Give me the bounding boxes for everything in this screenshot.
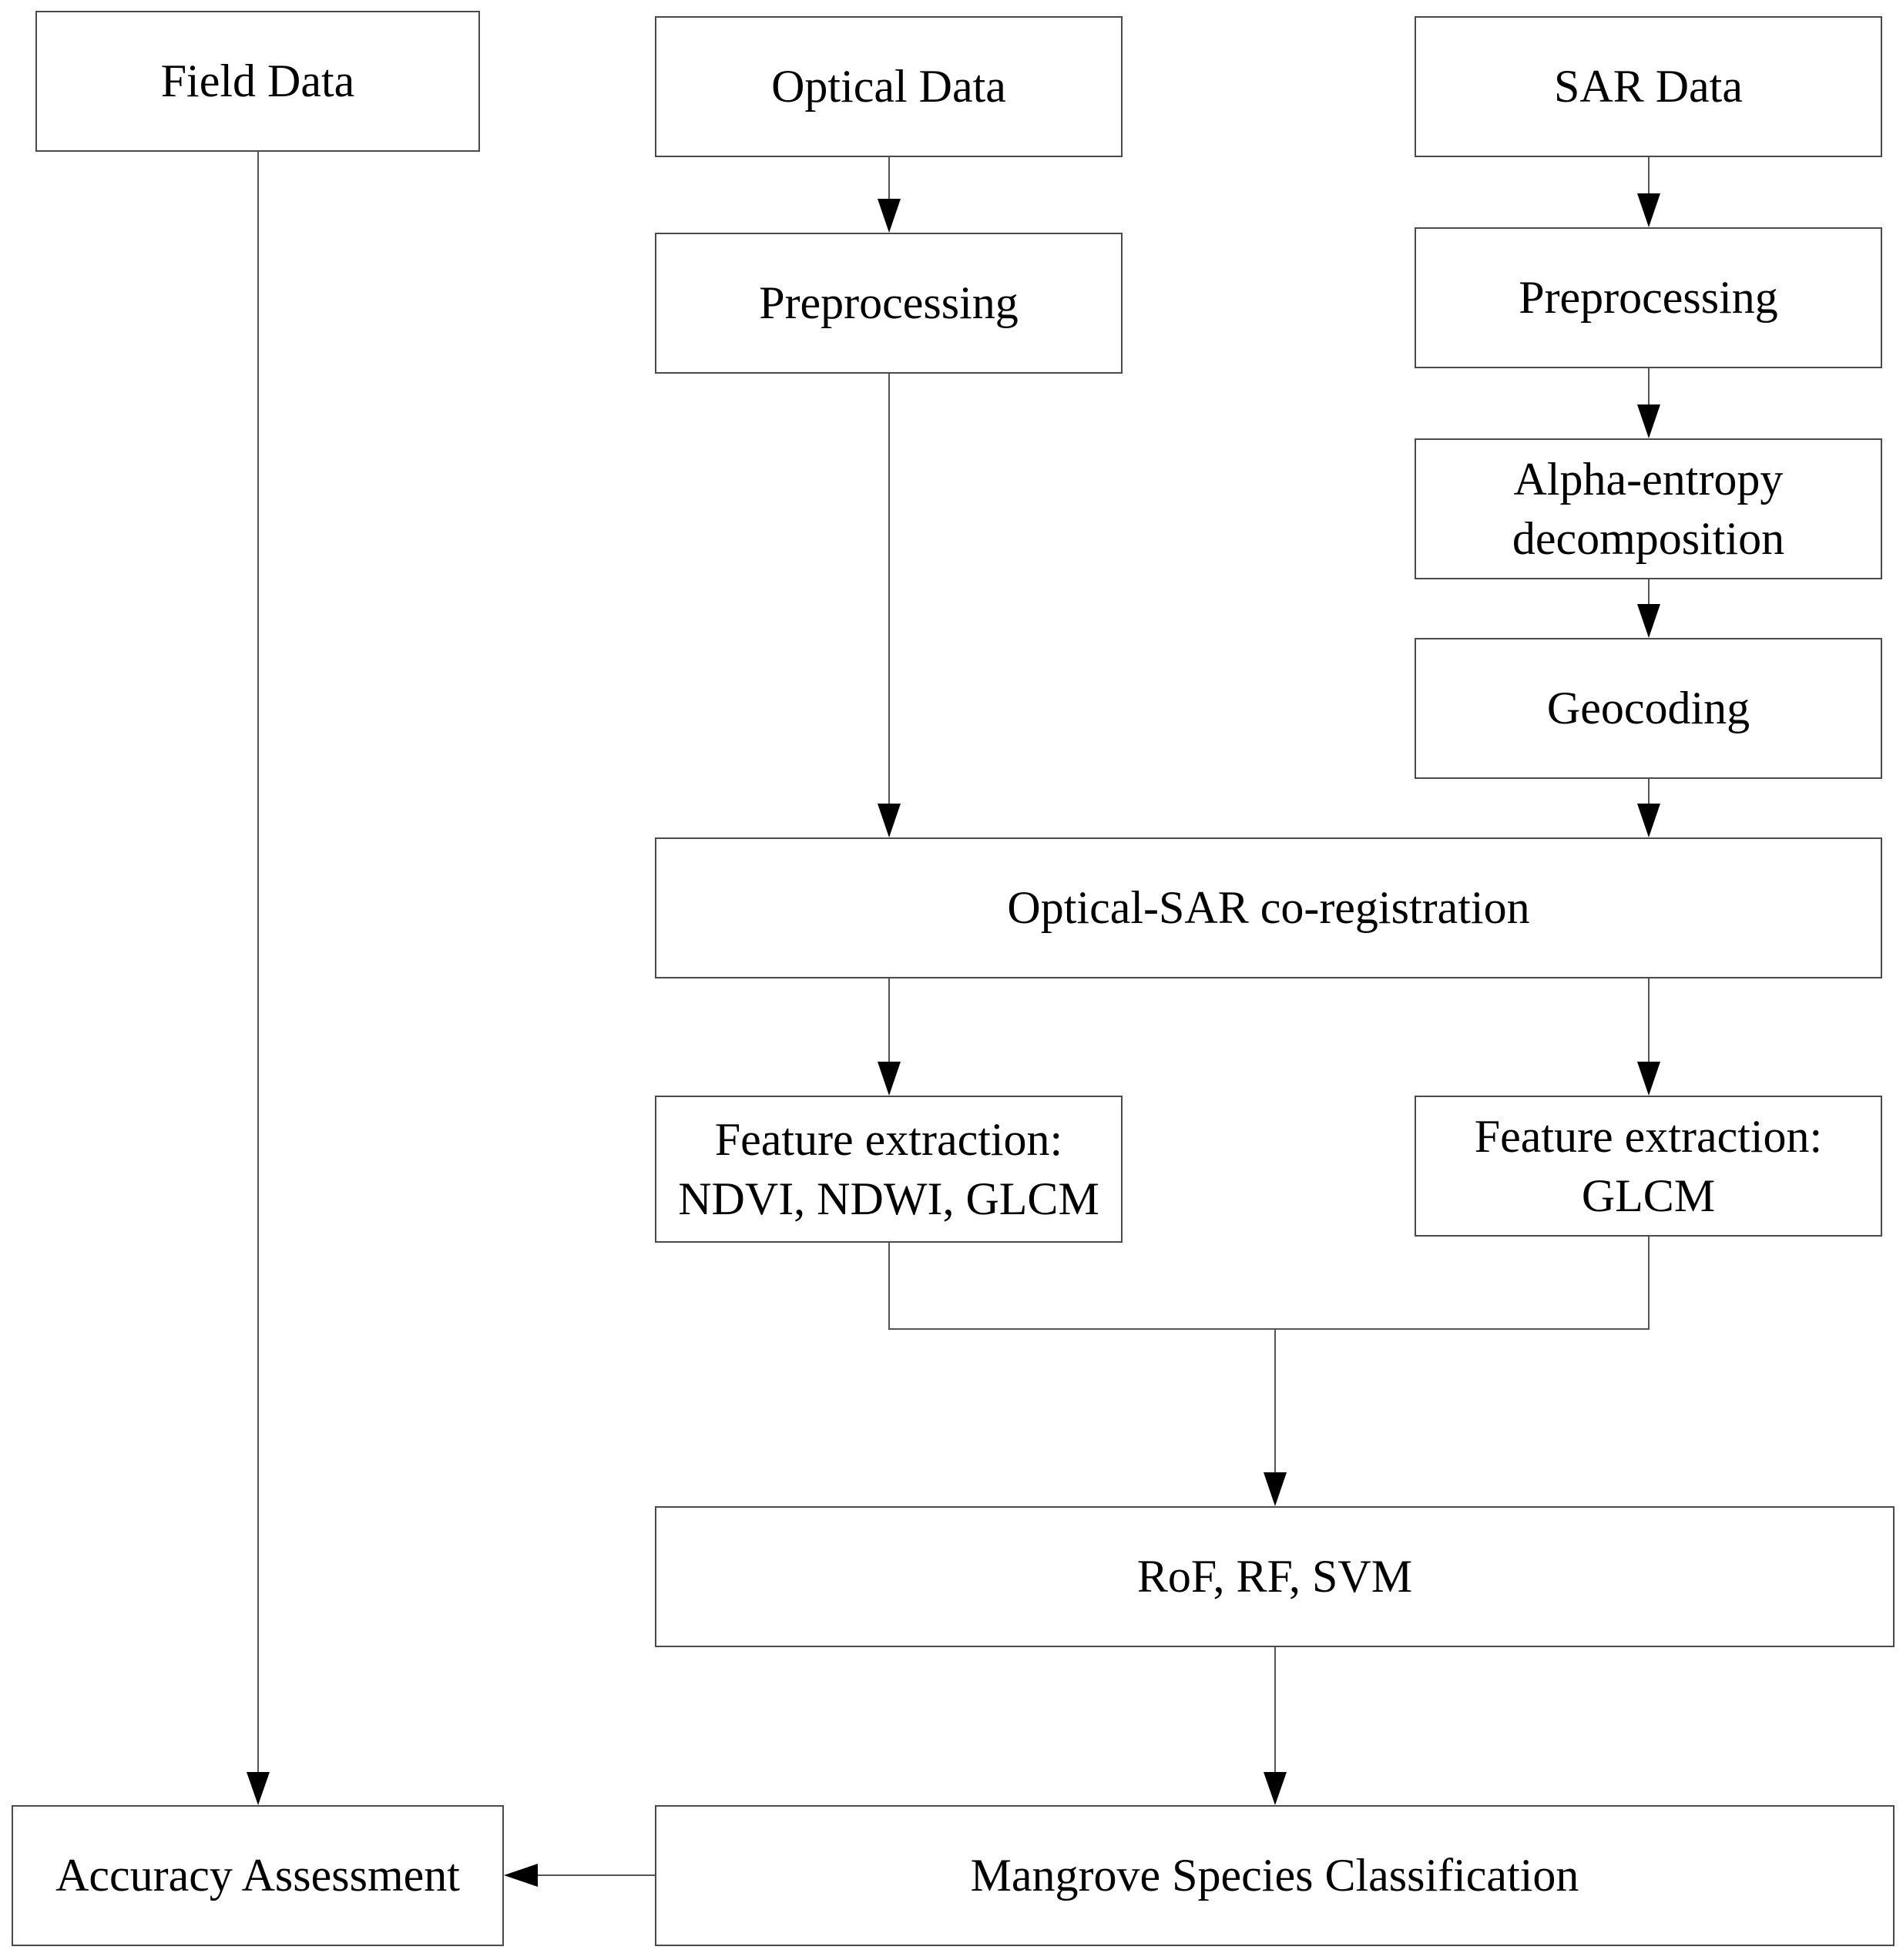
classifiers-box: RoF, RF, SVM <box>655 1506 1895 1647</box>
optical-preprocessing-box: Preprocessing <box>655 233 1123 374</box>
sar-feature-extraction-text: Feature extraction: GLCM <box>1475 1107 1822 1226</box>
geocoding-box: Geocoding <box>1415 638 1882 779</box>
arrowhead-optical-preprocessing-to-coregistration <box>878 804 901 837</box>
field-data-label: Field Data <box>160 55 355 107</box>
optical-data-label: Optical Data <box>771 61 1006 112</box>
arrowhead-alpha-to-geocoding <box>1637 604 1660 638</box>
arrowhead-classifiers-to-classification <box>1264 1772 1287 1805</box>
accuracy-assessment-box: Accuracy Assessment <box>12 1805 504 1946</box>
sar-data-box: SAR Data <box>1415 16 1882 157</box>
arrowhead-coregistration-to-optical-features <box>878 1062 901 1096</box>
optical-feature-extraction-text: Feature extraction: NDVI, NDWI, GLCM <box>678 1110 1099 1229</box>
optical-feature-extraction-box: Feature extraction: NDVI, NDWI, GLCM <box>655 1096 1123 1243</box>
optical-preprocessing-label: Preprocessing <box>759 277 1019 329</box>
sar-feature-line-1: Feature extraction: <box>1474 1110 1823 1162</box>
sar-feature-extraction-box: Feature extraction: GLCM <box>1415 1096 1882 1237</box>
arrowhead-optical-to-preprocessing <box>878 199 901 233</box>
geocoding-label: Geocoding <box>1546 683 1750 734</box>
optical-data-box: Optical Data <box>655 16 1123 157</box>
connector-feature-merge <box>888 1237 1650 1330</box>
optical-feature-line-1: Feature extraction: <box>714 1113 1063 1165</box>
arrowhead-geocoding-to-coregistration <box>1637 804 1660 837</box>
arrowhead-field-to-accuracy <box>247 1772 270 1805</box>
optical-feature-line-2: NDVI, NDWI, GLCM <box>678 1173 1099 1224</box>
coregistration-box: Optical-SAR co-registration <box>655 837 1882 978</box>
sar-preprocessing-label: Preprocessing <box>1519 272 1778 324</box>
arrowhead-classification-to-accuracy <box>504 1864 538 1887</box>
classifiers-label: RoF, RF, SVM <box>1136 1551 1413 1603</box>
coregistration-label: Optical-SAR co-registration <box>1007 882 1530 934</box>
mangrove-classification-label: Mangrove Species Classification <box>970 1850 1579 1901</box>
accuracy-assessment-label: Accuracy Assessment <box>55 1850 460 1901</box>
alpha-entropy-box: Alpha-entropy decomposition <box>1415 438 1882 579</box>
sar-data-label: SAR Data <box>1554 61 1743 112</box>
alpha-entropy-text: Alpha-entropy decomposition <box>1512 450 1784 569</box>
alpha-entropy-line-2: decomposition <box>1512 512 1785 564</box>
mangrove-classification-box: Mangrove Species Classification <box>655 1805 1895 1946</box>
arrowhead-sar-to-preprocessing <box>1637 193 1660 227</box>
arrowhead-coregistration-to-sar-features <box>1637 1062 1660 1096</box>
arrowhead-sar-preprocessing-to-alpha <box>1637 404 1660 438</box>
sar-feature-line-2: GLCM <box>1581 1170 1716 1221</box>
sar-preprocessing-box: Preprocessing <box>1415 227 1882 368</box>
alpha-entropy-line-1: Alpha-entropy <box>1513 453 1784 505</box>
field-data-box: Field Data <box>35 11 480 152</box>
arrowhead-merge-to-classifiers <box>1264 1472 1287 1506</box>
